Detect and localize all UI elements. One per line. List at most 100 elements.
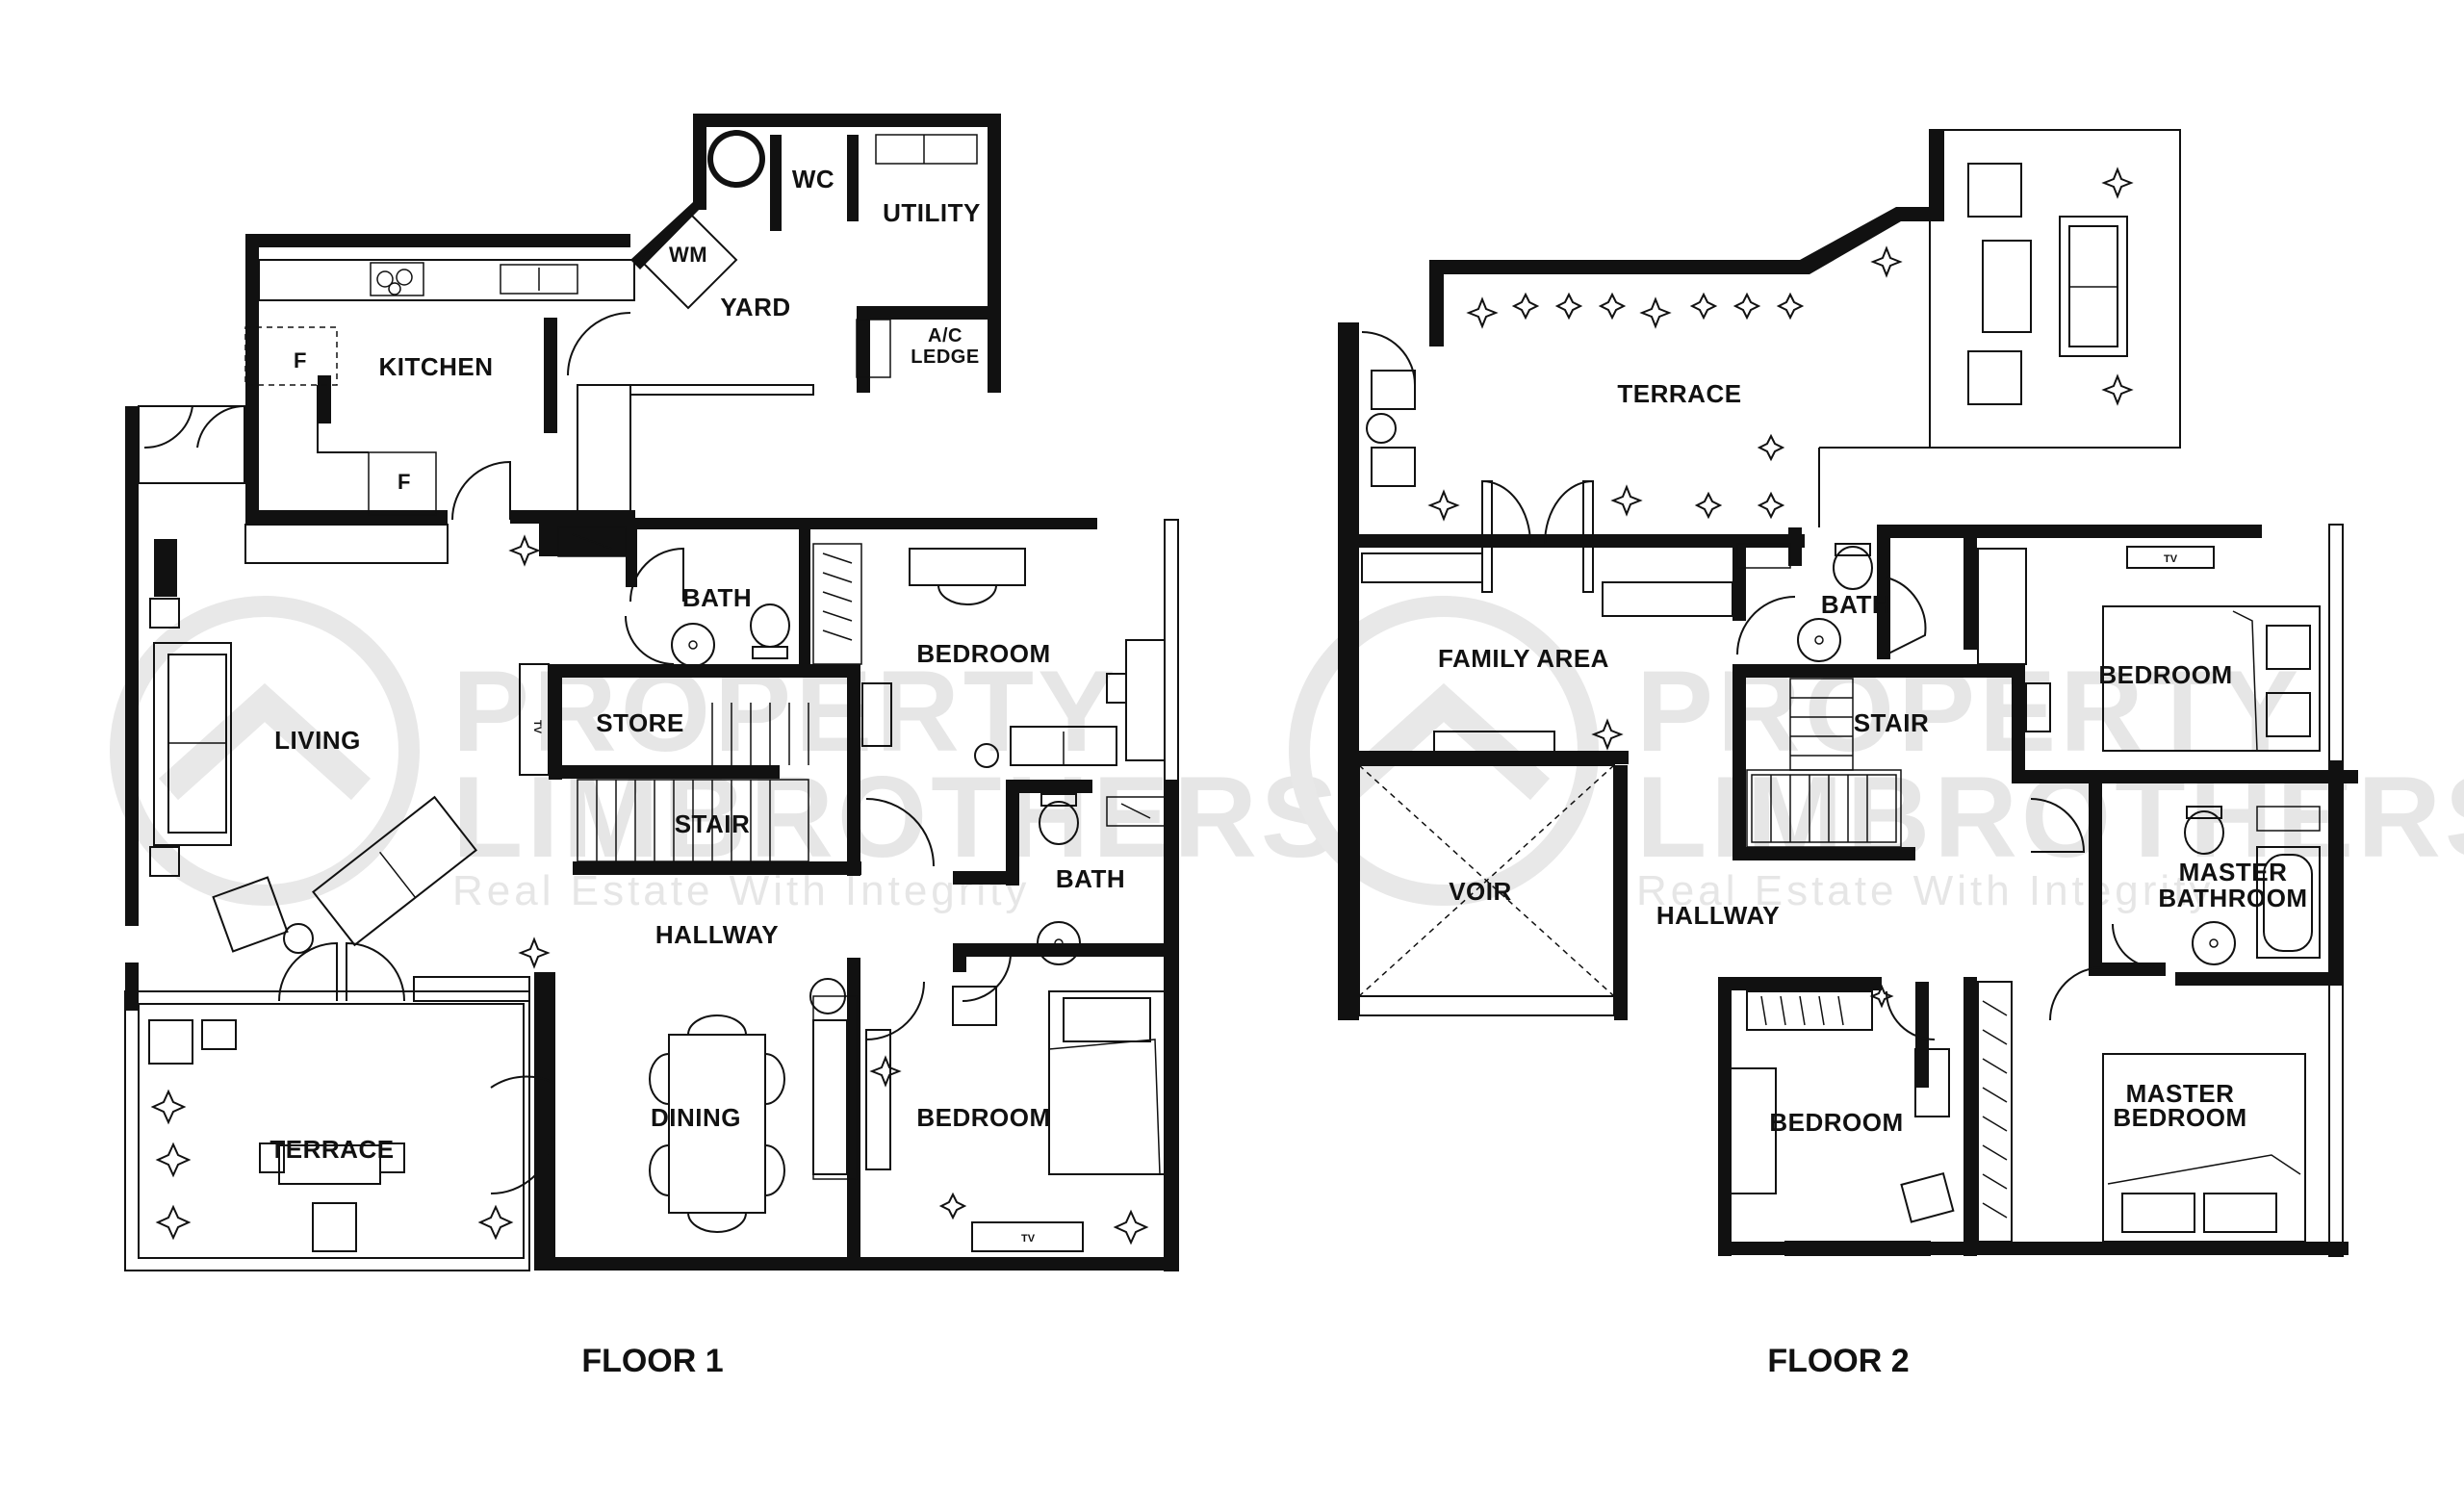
- label-living: LIVING: [274, 726, 361, 755]
- bedroom-tv-label: TV: [1021, 1233, 1036, 1245]
- armchair-icon: [1900, 1171, 1955, 1223]
- label-stair-2: STAIR: [1854, 708, 1930, 737]
- label-utility: UTILITY: [883, 198, 981, 227]
- floor-1-plants: [150, 534, 1149, 1245]
- label-bedroom-3: BEDROOM: [2098, 660, 2232, 689]
- door-swing-icon: [865, 981, 925, 1040]
- living-tv-label: TV: [531, 720, 543, 734]
- armchair-icon: [212, 876, 289, 953]
- label-master-bathroom-2: BATHROOM: [2158, 884, 2307, 912]
- sofa-icon: [153, 642, 232, 846]
- floor-2-bedroom-2-furniture: [1727, 990, 1955, 1223]
- door-swing-icon: [2112, 923, 2157, 968]
- floor-2-tv-label: TV: [2164, 553, 2178, 565]
- label-kitchen: KITCHEN: [378, 352, 493, 381]
- label-store: STORE: [596, 708, 684, 737]
- door-swing-icon: [1886, 577, 1927, 655]
- plant-icon: [1689, 292, 1718, 321]
- label-bath-1: BATH: [682, 583, 752, 612]
- label-bath-3: BATH: [1821, 590, 1890, 619]
- label-fridge-1: F: [294, 348, 307, 372]
- watermark-tagline-a: Real Estate With Integrity: [452, 867, 1030, 914]
- plant-icon: [518, 937, 551, 969]
- floor-1-labels: WC UTILITY WM YARD A/C LEDGE KITCHEN F F…: [270, 165, 1125, 1164]
- plant-icon: [1591, 718, 1624, 751]
- door-swing-icon: [629, 547, 684, 603]
- floor-1-kitchen-fixtures: [244, 130, 978, 516]
- armchair-icon: [1371, 370, 1416, 410]
- floor-1-walls: [125, 114, 1178, 1271]
- door-swing-icon: [490, 1135, 554, 1195]
- floor-2-bath-fixtures: [1736, 543, 2321, 965]
- label-wm: WM: [669, 243, 707, 267]
- plant-icon: [1757, 433, 1785, 462]
- floor-2-terrace-furniture: [1366, 163, 2128, 487]
- label-family-area: FAMILY AREA: [1438, 644, 1609, 673]
- floor-1-bath-fixtures: [557, 526, 1166, 965]
- floor-2-labels: TERRACE FAMILY AREA BATH BEDROOM STAIR V…: [1438, 379, 2307, 1137]
- armchair-icon: [1967, 163, 2022, 218]
- floor-1-bedroom-2-furniture: TV: [865, 986, 1166, 1252]
- plant-icon: [1113, 1209, 1149, 1245]
- door-swing-icon: [143, 405, 193, 449]
- label-bedroom-4: BEDROOM: [1769, 1108, 1903, 1137]
- floor-2-master-bedroom-furniture: [1977, 981, 2306, 1243]
- toilet-icon: [2184, 806, 2224, 855]
- label-hallway: HALLWAY: [655, 920, 779, 949]
- plant-icon: [1554, 292, 1583, 321]
- floor-1-doors: [143, 312, 1012, 1195]
- label-master-bedroom-1: MASTER: [2126, 1079, 2235, 1108]
- plant-icon: [2101, 167, 2134, 199]
- plant-icon: [1694, 491, 1723, 520]
- toilet-icon: [1039, 793, 1079, 845]
- sink-icon: [500, 264, 578, 295]
- plant-icon: [1598, 292, 1627, 321]
- floor-1-bedroom-1-furniture: [861, 548, 1166, 768]
- door-swing-icon: [196, 404, 246, 449]
- sink-icon: [671, 623, 715, 667]
- washing-machine-icon: [638, 210, 738, 310]
- sofa-icon: [2059, 216, 2128, 357]
- watermark-tagline-b: Real Estate With Integrity: [1636, 867, 2214, 914]
- label-voir: VOIR: [1449, 877, 1512, 906]
- door-swing-icon: [1886, 990, 1936, 1040]
- floor-2-stair: [1751, 678, 1897, 843]
- floor-1-plan: TV TV: [124, 114, 1179, 1379]
- toilet-icon: [1833, 543, 1873, 590]
- plant-icon: [155, 1142, 192, 1178]
- label-hallway-2: HALLWAY: [1656, 901, 1780, 930]
- door-swing-icon: [451, 460, 511, 521]
- label-fridge-2: F: [398, 470, 411, 494]
- door-swing-icon: [865, 798, 935, 867]
- label-stair: STAIR: [675, 809, 751, 838]
- floor-1-title: FLOOR 1: [581, 1343, 723, 1379]
- plant-icon: [1757, 491, 1785, 520]
- label-bath-2: BATH: [1056, 864, 1125, 893]
- plant-icon: [1466, 296, 1499, 329]
- floor-2-bedroom-1-furniture: TV: [1977, 546, 2321, 752]
- door-swing-icon: [2030, 798, 2086, 853]
- door-swing-icon: [1361, 331, 1416, 386]
- plant-icon: [1776, 292, 1805, 321]
- plant-icon: [477, 1204, 514, 1241]
- toilet-icon: [750, 603, 790, 659]
- label-yard: YARD: [720, 293, 790, 321]
- plant-icon: [938, 1192, 967, 1220]
- bed-icon: [1048, 990, 1166, 1175]
- label-master-bathroom-1: MASTER: [2179, 858, 2288, 886]
- bed-icon: [2102, 605, 2321, 752]
- plant-icon: [1427, 489, 1460, 522]
- floor-1-glazing: [124, 384, 1179, 1271]
- floor-1-stair: [577, 703, 809, 862]
- label-bedroom-2: BEDROOM: [916, 1103, 1050, 1132]
- door-swing-icon: [962, 952, 1012, 1002]
- label-master-bedroom-2: BEDROOM: [2113, 1103, 2246, 1132]
- door-swing-icon: [1543, 479, 1594, 545]
- floor-2-doors: [1361, 331, 2157, 1040]
- label-terrace-1: TERRACE: [270, 1135, 394, 1164]
- door-swing-icon: [2049, 966, 2104, 1021]
- label-bedroom-1: BEDROOM: [916, 639, 1050, 668]
- sink-icon: [1037, 921, 1081, 965]
- label-terrace-2: TERRACE: [1617, 379, 1741, 408]
